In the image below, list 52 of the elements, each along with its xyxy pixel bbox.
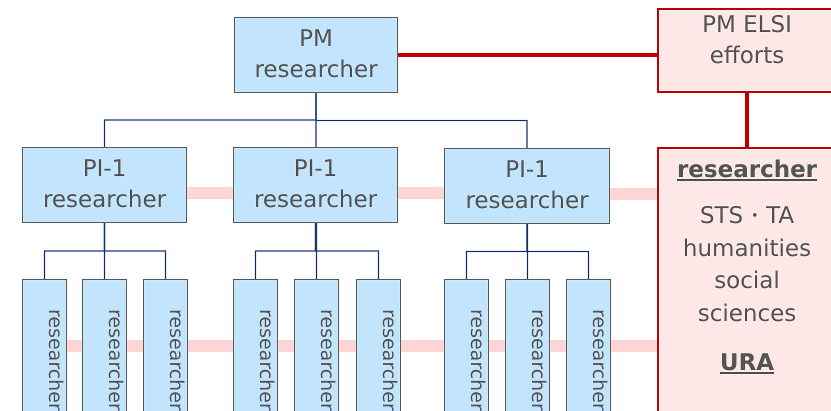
role-label: researcher (165, 309, 187, 411)
connector-line (745, 93, 749, 147)
researcher-box (294, 279, 339, 411)
role-label: researcher (104, 309, 126, 411)
connector-line (526, 224, 590, 279)
connector-line (314, 223, 380, 279)
researcher-box (233, 147, 398, 223)
researcher-box (505, 279, 550, 411)
connector-line (526, 224, 528, 279)
link-line (188, 340, 233, 352)
role-label: URA (720, 349, 774, 378)
link-line (610, 188, 657, 200)
elsi-team-box (657, 147, 831, 411)
role-label: PM researcher (253, 25, 379, 85)
link-line (489, 340, 505, 352)
connector-line (104, 223, 166, 279)
link-line (339, 340, 356, 352)
pm-box (234, 17, 398, 93)
role-label: researcher (378, 309, 400, 411)
role-label: PI-1 researcher (42, 155, 168, 215)
link-line (187, 187, 233, 199)
connector-line (398, 53, 657, 57)
role-label: PI-1 researcher (464, 156, 590, 216)
heading: researcher (676, 156, 818, 185)
role-label: PI-1 researcher (252, 155, 378, 215)
link-line (550, 340, 566, 352)
connector-line (315, 93, 528, 148)
researcher-box (566, 279, 611, 411)
researcher-box (356, 279, 401, 411)
role-label: PM ELSI efforts (701, 11, 793, 71)
link-line (278, 340, 294, 352)
role-label: researcher (255, 309, 277, 411)
role-label: researcher (44, 309, 66, 411)
researcher-box (444, 148, 610, 224)
link-line (67, 340, 82, 352)
link-line (401, 340, 444, 352)
role-label: researcher (466, 309, 488, 411)
role-label: researcher (588, 309, 610, 411)
elsi-box (657, 8, 831, 93)
researcher-box (82, 279, 127, 411)
researcher-box (444, 279, 489, 411)
connector-line (316, 223, 318, 279)
researcher-box (22, 279, 67, 411)
researcher-box (143, 279, 188, 411)
role-label: researcher (316, 309, 338, 411)
link-line (398, 187, 444, 199)
link-line (127, 340, 143, 352)
discipline-list: STS・TA humanities social sciences (667, 200, 827, 330)
researcher-box (22, 147, 187, 223)
link-line (611, 340, 657, 352)
researcher-box (233, 279, 278, 411)
role-label: researcher (527, 309, 549, 411)
